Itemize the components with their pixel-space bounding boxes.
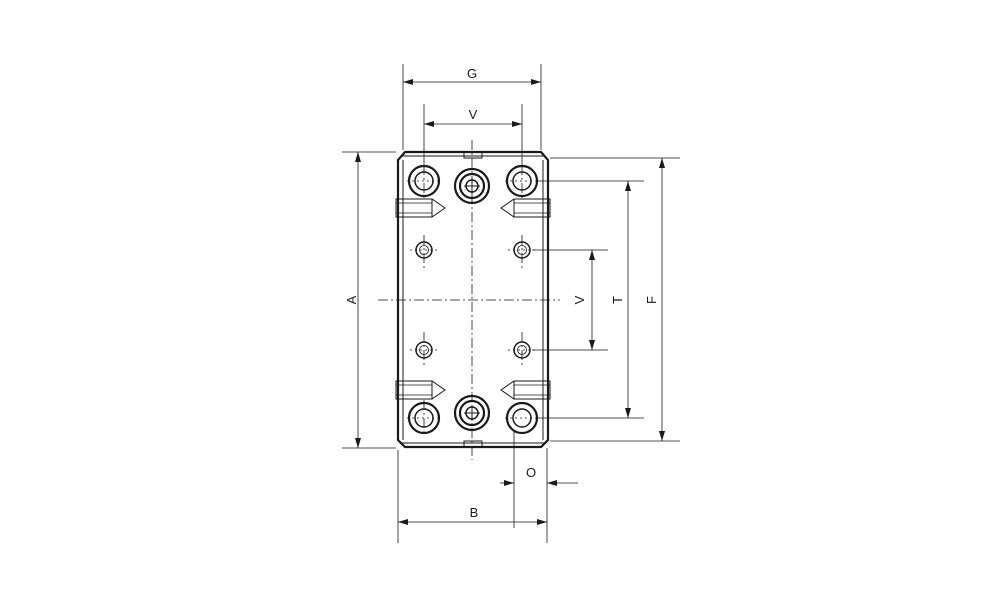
dimension-v-horizontal: V	[423, 104, 523, 165]
dimension-a-label: A	[344, 295, 359, 304]
dimension-g: G	[402, 64, 542, 150]
dimension-t-label: T	[610, 296, 625, 304]
port-bottom-left	[407, 401, 441, 435]
dimension-v-vertical: V	[532, 249, 608, 351]
port-bottom-right	[505, 401, 539, 435]
port-bottom-center	[453, 394, 491, 432]
dimension-f: F	[550, 157, 680, 442]
stud-bolts	[395, 198, 551, 400]
port-top-center	[453, 167, 491, 205]
dimension-a: A	[342, 151, 396, 449]
mounting-holes	[410, 241, 536, 359]
dimension-b: B	[397, 450, 548, 543]
dimension-v-horizontal-label: V	[469, 107, 478, 122]
dimension-f-label: F	[644, 296, 659, 304]
dimension-v-vertical-label: V	[572, 295, 587, 304]
dimension-o: O	[500, 432, 578, 528]
port-top-left	[407, 164, 441, 198]
dimension-b-label: B	[470, 505, 479, 520]
dimension-g-label: G	[467, 66, 477, 81]
center-lines	[378, 140, 560, 460]
dimension-t: T	[537, 180, 644, 419]
dimension-o-label: O	[526, 465, 536, 480]
